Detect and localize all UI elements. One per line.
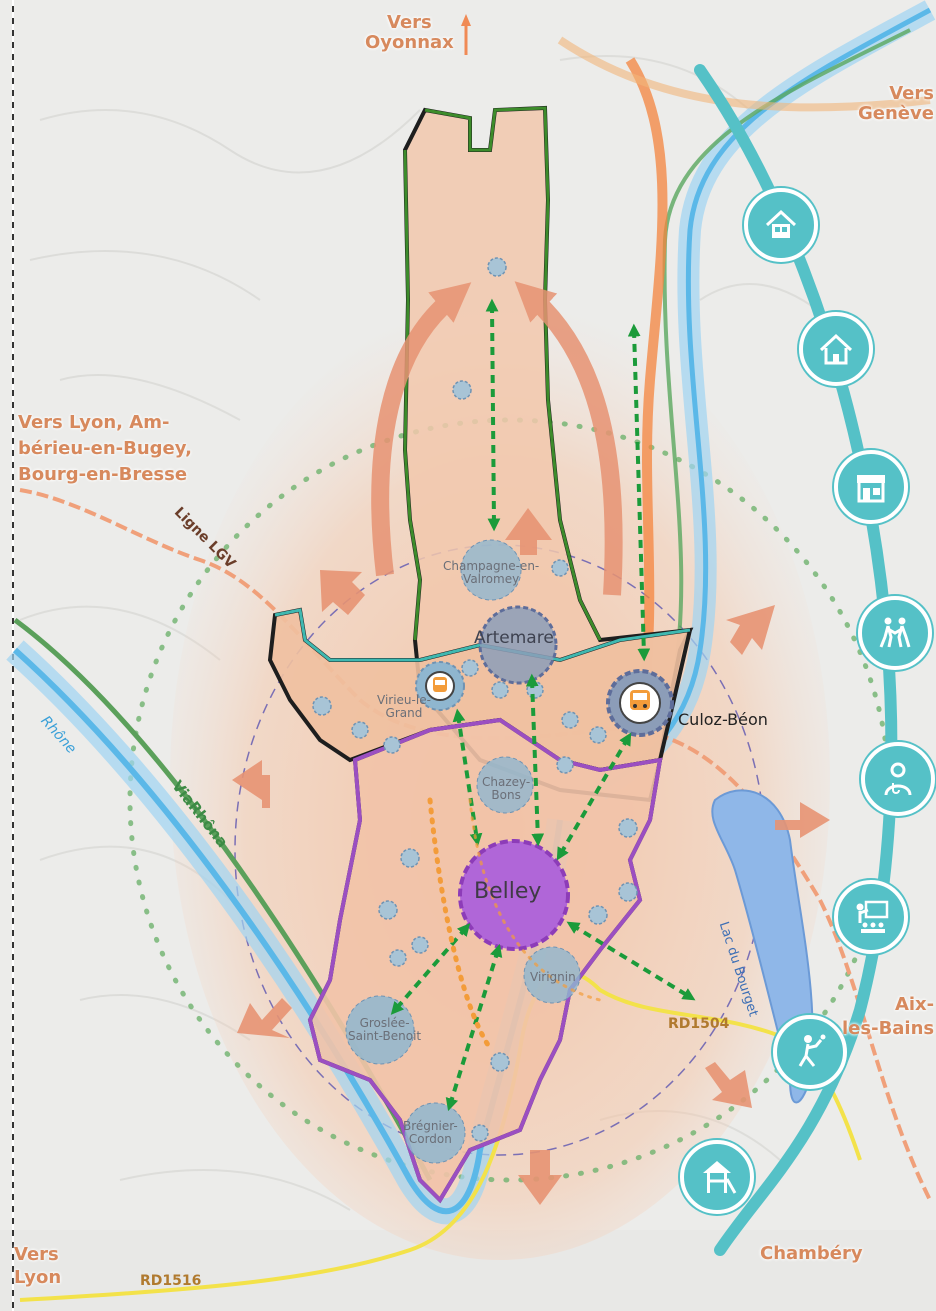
growth-arrow-nw bbox=[371, 282, 472, 577]
label-vers-lyon-amberieu: Vers Lyon, Am- bérieu-en-Bugey, Bourg-en… bbox=[18, 412, 192, 485]
education-icon bbox=[834, 880, 908, 954]
label-aix-les-bains: Aix- les-Bains bbox=[842, 994, 935, 1039]
artemare-circle bbox=[478, 605, 558, 685]
label-vers-geneve: Vers Genève bbox=[858, 83, 934, 124]
leisure-icon bbox=[858, 596, 932, 670]
label-rd1504: RD1504 bbox=[668, 1016, 730, 1032]
label-belley: Belley bbox=[474, 879, 542, 904]
lgv-rail-line bbox=[19, 488, 932, 1201]
label-vers-oyonnax: Vers Oyonnax bbox=[365, 12, 454, 53]
outward-arrows bbox=[232, 508, 830, 1205]
label-groslee-saint-benoit: Groslée- Saint-Benoit bbox=[348, 1016, 422, 1043]
label-virignin: Virignin bbox=[530, 970, 576, 984]
label-vers-lyon: Vers Lyon bbox=[14, 1244, 62, 1288]
label-artemare: Artemare bbox=[474, 628, 554, 648]
train-station-icon bbox=[425, 671, 455, 701]
belley-circle bbox=[458, 839, 570, 951]
label-culoz-beon: Culoz-Béon bbox=[678, 710, 768, 729]
label-virieu-le-grand: Virieu-le- Grand bbox=[377, 693, 431, 720]
home-outline-icon bbox=[799, 312, 873, 386]
playground-icon bbox=[680, 1140, 754, 1214]
connection-arrows bbox=[390, 298, 696, 1112]
train-station-icon bbox=[619, 682, 661, 724]
label-chazey-bons: Chazey- Bons bbox=[482, 775, 531, 802]
label-bregnier-cordon: Brégnier- Cordon bbox=[403, 1119, 458, 1146]
label-champagne-en-valromey: Champagne-en- Valromey bbox=[443, 559, 540, 586]
shop-icon bbox=[834, 450, 908, 524]
health-icon bbox=[861, 742, 935, 816]
label-rd1516: RD1516 bbox=[140, 1273, 202, 1289]
house-icon bbox=[744, 188, 818, 262]
sport-icon bbox=[773, 1015, 847, 1089]
bregnier-circle bbox=[404, 1102, 466, 1164]
growth-arrow-ne bbox=[514, 281, 623, 596]
champagne-circle bbox=[460, 539, 522, 601]
label-chambery: Chambéry bbox=[760, 1243, 863, 1264]
